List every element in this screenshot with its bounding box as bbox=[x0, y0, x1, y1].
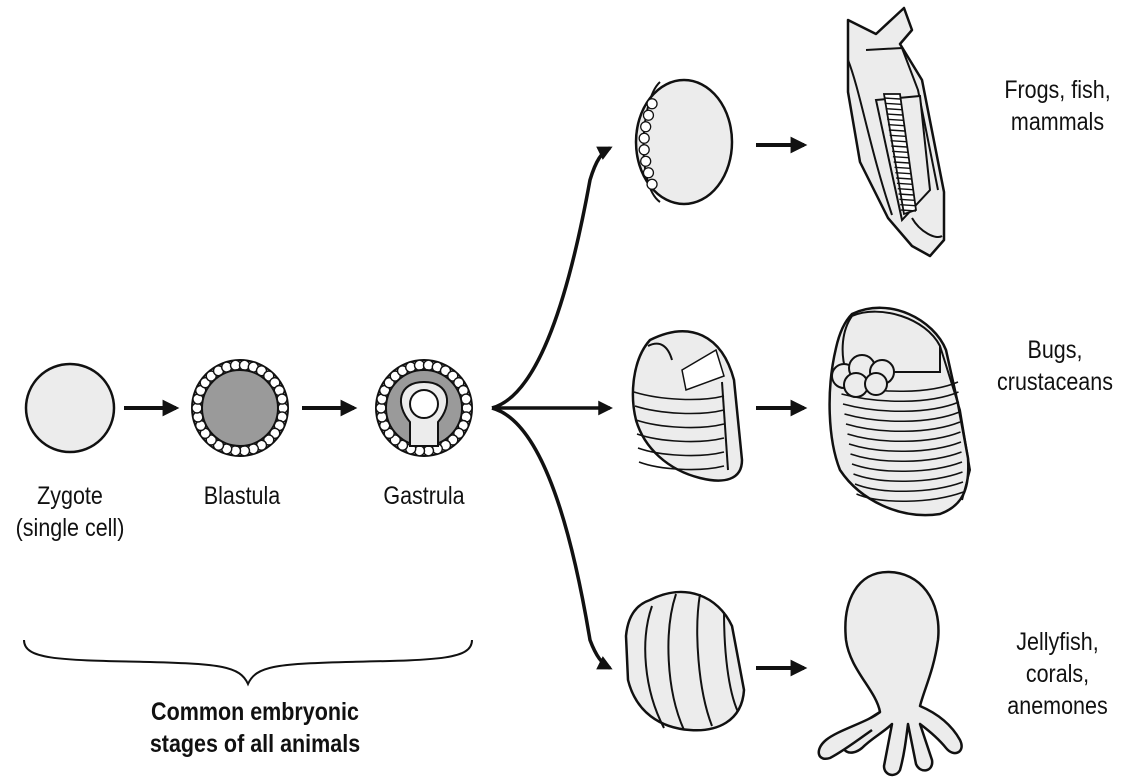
common-stages-caption: Common embryonic stages of all animals bbox=[149, 698, 361, 758]
gastrula-label: Gastrula bbox=[383, 482, 465, 510]
cnidarians-label: Jellyfish, corals, anemones bbox=[1007, 628, 1108, 720]
arthropods-label: Bugs, crustaceans bbox=[997, 336, 1113, 396]
cnidarian-polyp bbox=[817, 570, 963, 777]
blastula-label: Blastula bbox=[203, 482, 281, 510]
arthropod-larva bbox=[828, 306, 972, 517]
vertebrate-embryo bbox=[634, 78, 734, 206]
blastula-embryo bbox=[191, 359, 289, 457]
cnidarian-embryo bbox=[624, 590, 746, 732]
zygote-label: Zygote (single cell) bbox=[15, 482, 125, 542]
vertebrates-label: Frogs, fish, mammals bbox=[1004, 76, 1111, 136]
arthropod-embryo bbox=[631, 330, 744, 482]
vertebrate-larva bbox=[846, 6, 946, 258]
branch-arrows bbox=[491, 146, 613, 670]
gastrula-embryo bbox=[375, 359, 473, 457]
common-stages-brace bbox=[23, 639, 473, 687]
zygote-cell bbox=[24, 362, 116, 454]
